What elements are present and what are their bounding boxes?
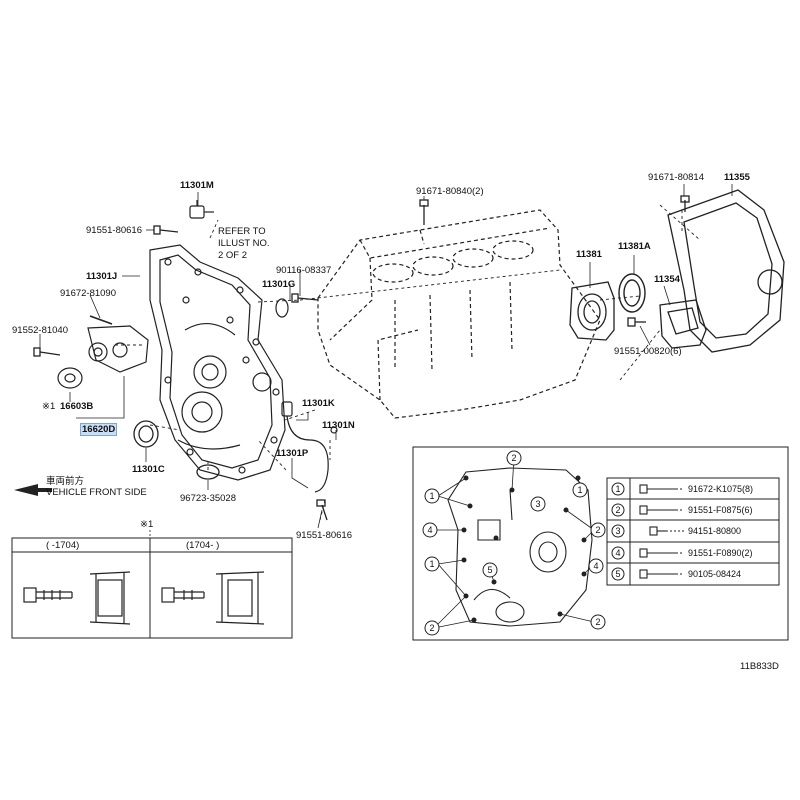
callout-2: 2 <box>595 525 600 535</box>
callout-4: 4 <box>427 525 432 535</box>
label-91671-80814[interactable]: 91671-80814 <box>648 172 704 183</box>
legend-table: 1 2 3 4 5 91672-K1075(8) 91551-F0875(6) … <box>606 477 780 586</box>
legend-part: 90105-08424 <box>688 569 741 579</box>
legend-num: 2 <box>615 505 620 515</box>
legend-part: 91551-F0875(6) <box>688 505 753 515</box>
label-91552-81040[interactable]: 91552-81040 <box>12 325 68 336</box>
legend-num: 3 <box>615 526 620 536</box>
label-91551-80616-bottom[interactable]: 91551-80616 <box>296 530 352 541</box>
label-11301n[interactable]: 11301N <box>322 420 355 431</box>
callout-2: 2 <box>429 623 434 633</box>
callout-5: 5 <box>487 565 492 575</box>
label-91551-80616-top[interactable]: 91551-80616 <box>86 225 142 236</box>
bolt-variant-1 <box>23 571 131 625</box>
label-mark-1: ※1 <box>42 401 56 412</box>
label-11381[interactable]: 11381 <box>576 249 602 260</box>
bolts <box>33 195 690 521</box>
label-11381a[interactable]: 11381A <box>618 241 651 252</box>
label-refer-2: ILLUST NO. <box>218 238 270 249</box>
label-16603b[interactable]: 16603B <box>60 401 94 412</box>
callout-2: 2 <box>511 453 516 463</box>
label-90116-08337[interactable]: 90116-08337 <box>276 265 332 276</box>
label-mark-2: ※1 <box>140 519 154 530</box>
inset-col-1: ( -1704) <box>46 540 80 551</box>
label-91551-00820[interactable]: 91551-00820(6) <box>614 346 682 357</box>
label-refer-3: 2 OF 2 <box>218 250 248 261</box>
label-11355[interactable]: 11355 <box>724 172 750 183</box>
label-11301c[interactable]: 11301C <box>132 464 165 475</box>
label-11301p[interactable]: 11301P <box>276 448 309 459</box>
end-plate-11355 <box>667 189 785 353</box>
inset-bolt-variants <box>11 530 293 639</box>
label-11301g[interactable]: 11301G <box>262 279 296 290</box>
bolt-variant-2 <box>161 571 265 625</box>
label-91672-81090[interactable]: 91672-81090 <box>60 288 116 299</box>
label-11354[interactable]: 11354 <box>654 274 680 285</box>
callout-1: 1 <box>429 491 434 501</box>
vehicle-front-arrow-icon <box>14 484 52 496</box>
label-leaders <box>39 184 733 529</box>
seal-retainer-11381 <box>569 281 615 341</box>
tensioner-assembly <box>57 315 149 389</box>
callout-1: 1 <box>577 485 582 495</box>
o-ring-11301g <box>275 298 289 318</box>
oil-seal-11301c <box>133 420 159 448</box>
callout-4: 4 <box>593 561 598 571</box>
plate-11354 <box>659 299 707 349</box>
label-refer-1: REFER TO <box>218 226 266 237</box>
legend-part: 91551-F0890(2) <box>688 548 753 558</box>
legend-num: 5 <box>615 569 620 579</box>
label-11301m[interactable]: 11301M <box>180 180 214 191</box>
diagram-code: 11B833D <box>740 661 779 672</box>
label-11301j[interactable]: 11301J <box>86 271 118 282</box>
sensor-11301m <box>189 200 214 219</box>
label-front-en: VEHICLE FRONT SIDE <box>46 487 147 498</box>
sensor-harness-11301k <box>281 401 338 493</box>
callout-2: 2 <box>595 617 600 627</box>
callout-3: 3 <box>535 499 540 509</box>
leader-lines <box>115 204 701 521</box>
callout-1: 1 <box>429 559 434 569</box>
legend-part: 94151-80800 <box>688 526 741 536</box>
label-96723-35028[interactable]: 96723-35028 <box>180 493 236 504</box>
label-front-jp: 車両前方 <box>46 476 85 487</box>
inset-bolt-pattern: 1 1 2 4 2 3 2 2 4 1 5 1 2 <box>412 446 789 641</box>
label-91671-80840[interactable]: 91671-80840(2) <box>416 186 484 197</box>
o-ring-96723 <box>196 464 220 480</box>
legend-part: 91672-K1075(8) <box>688 484 753 494</box>
callouts <box>422 450 606 636</box>
rear-seal-11381a <box>618 273 646 313</box>
timing-cover <box>149 244 286 481</box>
legend-num: 4 <box>615 548 620 558</box>
legend-num: 1 <box>615 484 620 494</box>
inset-col-2: (1704- ) <box>186 540 220 551</box>
label-11301k[interactable]: 11301K <box>302 398 335 409</box>
engine-block <box>317 209 601 419</box>
label-16620d[interactable]: 16620D <box>80 423 118 436</box>
